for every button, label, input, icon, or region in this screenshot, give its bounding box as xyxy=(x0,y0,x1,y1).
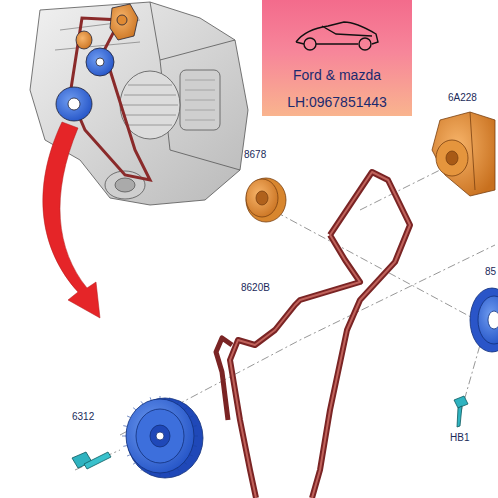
drive-belt xyxy=(216,172,410,498)
car-wheel xyxy=(359,38,371,50)
crankshaft-pulley xyxy=(126,398,203,478)
crank-bolt xyxy=(72,452,111,469)
pulley-rib xyxy=(160,396,161,399)
pulley-rib xyxy=(177,401,179,404)
belt-tensioner xyxy=(432,112,495,196)
pulley-rib xyxy=(150,472,151,475)
brand-name: Ford & mazda xyxy=(293,66,381,85)
pulley-ribs xyxy=(122,396,198,476)
right-pulley xyxy=(470,288,498,352)
pulley-rib xyxy=(189,416,192,418)
car-wheel xyxy=(304,38,316,50)
pulley-rib xyxy=(141,468,143,471)
pulley-rib xyxy=(123,425,127,427)
pulley-rib xyxy=(193,445,197,447)
pulley-rib xyxy=(123,445,127,447)
pulley-rib xyxy=(169,472,170,475)
callout-number: 6312 xyxy=(72,411,94,422)
pulley-rib xyxy=(141,401,143,404)
pulley-rib xyxy=(184,462,187,464)
pulley-rib xyxy=(127,455,130,457)
pulley-rib xyxy=(177,468,179,471)
pulley-rib xyxy=(169,397,170,400)
pulley-rib xyxy=(193,425,197,427)
idler-pulley xyxy=(246,178,286,222)
pulley-rib xyxy=(133,408,136,410)
car-icon xyxy=(292,8,382,58)
bolt xyxy=(454,396,468,427)
callout-number: 6A228 xyxy=(448,92,477,103)
engine-pulleys xyxy=(56,4,138,121)
callout-number: HB1 xyxy=(450,432,469,443)
pulley-rib xyxy=(133,462,136,464)
pulley-rib xyxy=(160,473,161,476)
pulley-rib xyxy=(122,436,126,437)
pulley-rib xyxy=(189,455,192,457)
callout-number: 85 xyxy=(485,266,496,277)
pulley-rib xyxy=(194,436,198,437)
callout-number: 8678 xyxy=(244,149,266,160)
phone-number: LH:0967851443 xyxy=(287,93,387,112)
pulley-rib xyxy=(150,397,151,400)
pulley-rib xyxy=(127,416,130,418)
brand-box: Ford & mazdaLH:0967851443 xyxy=(262,0,412,116)
car-outline xyxy=(296,22,378,44)
pointer-arrow xyxy=(43,122,100,318)
pulley-rib xyxy=(184,408,187,410)
callout-number: 8620B xyxy=(241,282,270,293)
